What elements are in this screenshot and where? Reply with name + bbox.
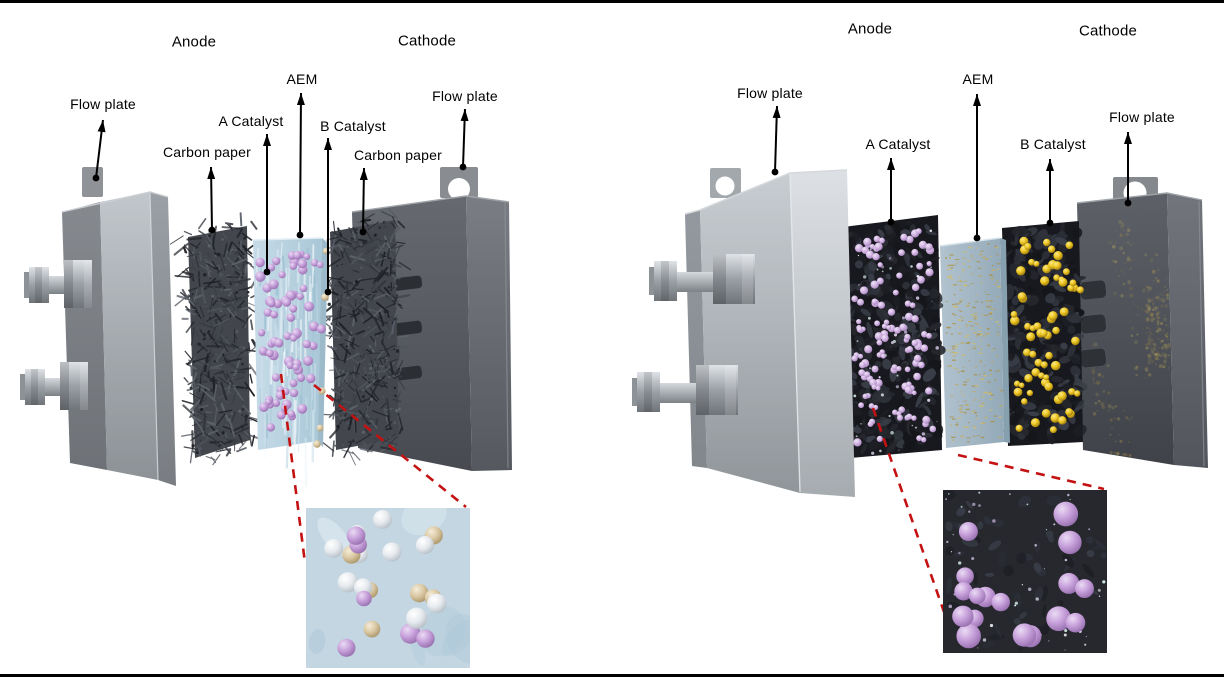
label-right-flow-plate-anode: Flow plate xyxy=(737,85,803,101)
label-left-flow-plate-anode: Flow plate xyxy=(70,96,136,112)
cathode-flow-plate-right-panel xyxy=(1076,177,1208,468)
bottom-border-rule xyxy=(0,674,1224,677)
label-left-carbon-paper-cathode: Carbon paper xyxy=(353,147,443,163)
aem-membrane-right-panel xyxy=(939,237,1010,448)
b-catalyst-layer-right-panel xyxy=(999,221,1088,446)
inset-callout-left xyxy=(279,373,470,668)
callout-dashed-line xyxy=(871,407,946,613)
label-left-a-catalyst: A Catalyst xyxy=(218,113,284,129)
a-catalyst-layer-right-panel xyxy=(841,215,946,458)
pipe-fitting-upper xyxy=(24,260,92,308)
right-cell-assembly xyxy=(632,94,1208,653)
pipe-fitting-lower xyxy=(20,362,88,410)
tab-hole xyxy=(448,178,470,200)
leader-arrows-right-panel xyxy=(771,94,1132,242)
label-right-b-catalyst: B Catalyst xyxy=(1020,136,1086,152)
label-left-b-catalyst: B Catalyst xyxy=(320,118,386,134)
label-right-anode: Anode xyxy=(847,20,893,38)
left-cell-assembly xyxy=(20,92,512,668)
callout-dashed-line xyxy=(957,453,1105,491)
callout-dashed-line xyxy=(313,383,467,509)
tab-hole xyxy=(715,176,735,196)
label-left-cathode: Cathode xyxy=(397,32,457,50)
pipe-fitting-lower xyxy=(632,365,738,415)
anode-plate-tab-left-panel xyxy=(82,167,103,197)
label-right-flow-plate-cathode: Flow plate xyxy=(1109,109,1175,125)
flow-channel-slots-right-panel xyxy=(1079,279,1107,369)
anode-flow-plate-right-panel xyxy=(632,168,855,497)
label-right-cathode: Cathode xyxy=(1078,22,1138,40)
label-left-carbon-paper-anode: Carbon paper xyxy=(162,144,252,160)
carbon-paper-cathode-left-panel xyxy=(316,208,412,466)
label-left-flow-plate-cathode: Flow plate xyxy=(432,88,498,104)
top-border-rule xyxy=(0,0,1224,3)
anode-flow-plate-left-panel xyxy=(20,167,176,486)
leader-arrows-left-panel xyxy=(92,92,469,296)
label-right-a-catalyst: A Catalyst xyxy=(865,136,931,152)
inset-closeup-left xyxy=(306,508,470,668)
inset-closeup-right xyxy=(943,490,1107,653)
label-left-anode: Anode xyxy=(171,33,217,51)
label-left-aem: AEM xyxy=(286,71,318,87)
inset-callout-right xyxy=(871,407,1107,653)
label-right-aem: AEM xyxy=(962,71,994,87)
membrane-assembly-left-panel xyxy=(252,237,330,487)
carbon-paper-anode-left-panel xyxy=(169,212,264,466)
